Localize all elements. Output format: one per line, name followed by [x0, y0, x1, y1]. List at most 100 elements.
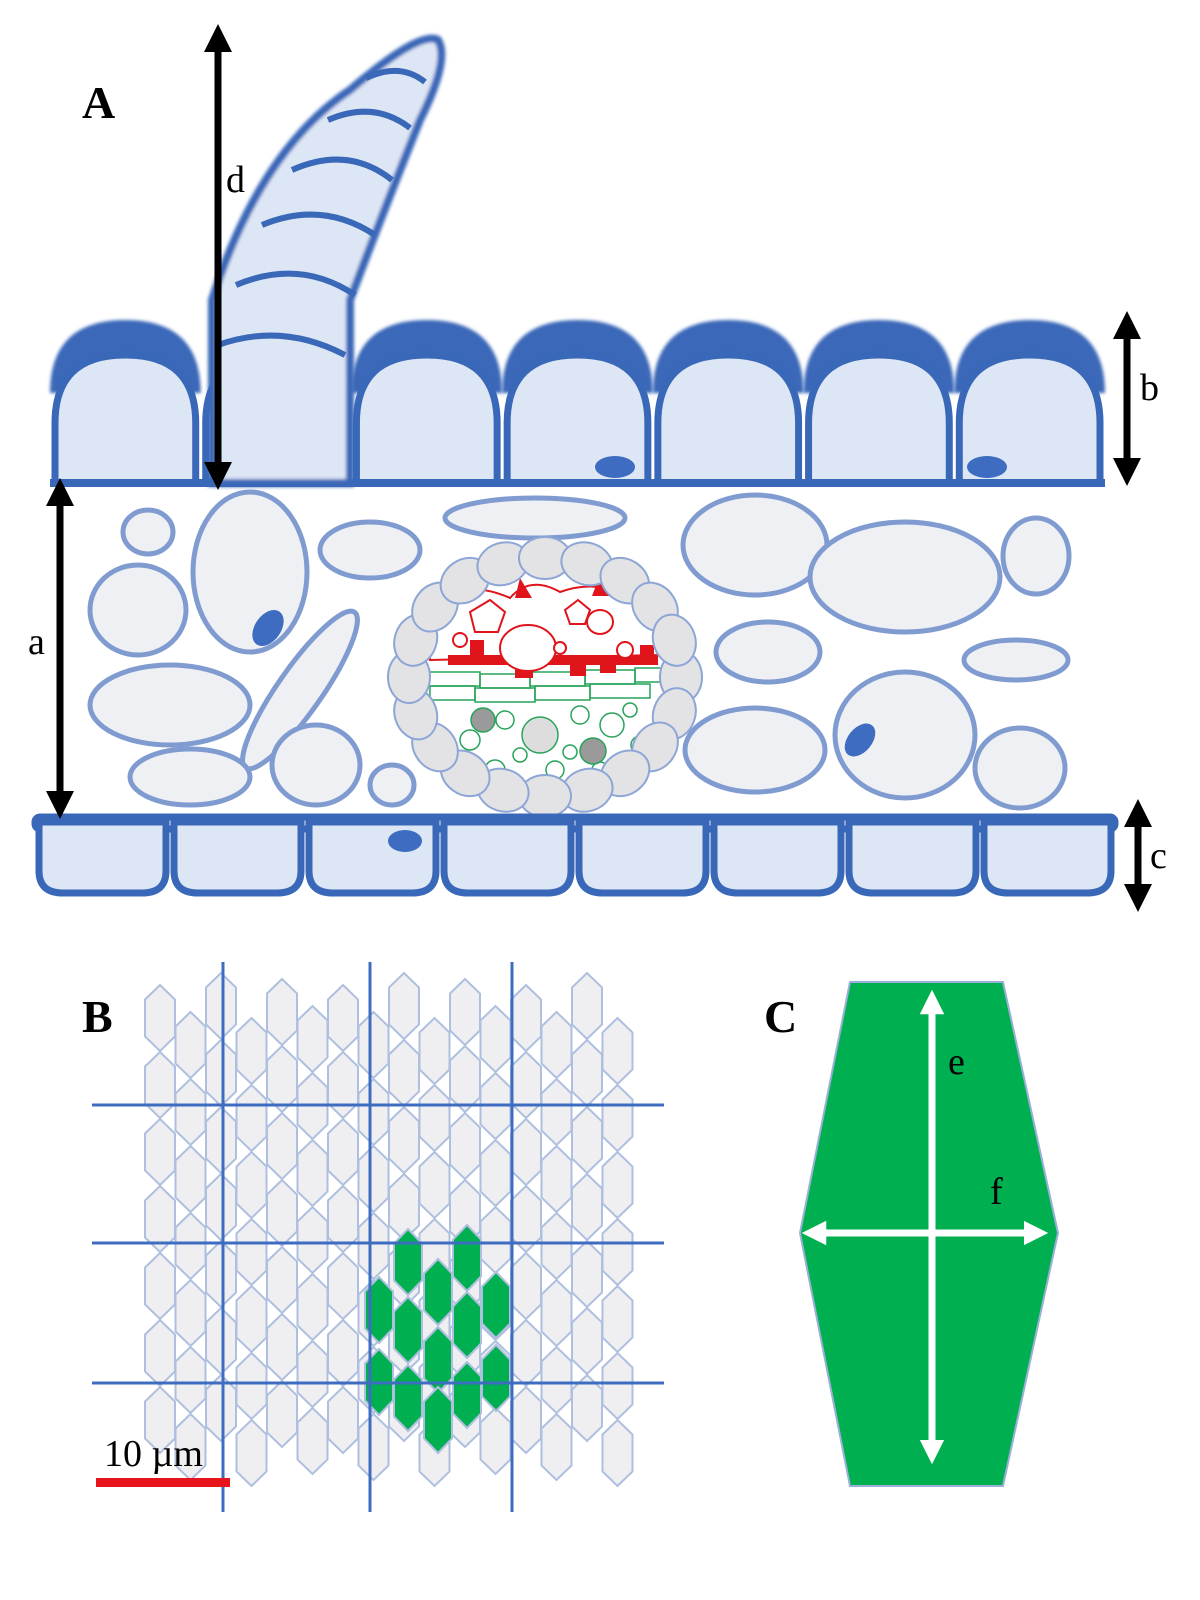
highlighted-cell — [393, 1363, 423, 1433]
epidermal-cell — [418, 1016, 451, 1086]
epidermal-cell — [144, 1251, 176, 1321]
epidermal-cell — [449, 1044, 481, 1114]
epidermal-cell — [510, 1050, 542, 1120]
lower-epidermal-cell — [170, 818, 305, 897]
epidermal-cell — [571, 1038, 603, 1108]
lower-epidermal-cell — [710, 818, 845, 897]
epidermal-cell — [144, 1050, 176, 1120]
epidermal-cell — [235, 1016, 268, 1086]
epidermal-cell — [601, 1351, 634, 1421]
highlighted-cell — [452, 1290, 482, 1360]
epidermal-cell — [266, 1178, 298, 1248]
panel-a-label: A — [82, 77, 115, 128]
epidermal-cell — [479, 1138, 512, 1208]
epidermal-cell-grid — [144, 971, 634, 1488]
epidermal-cell — [510, 1385, 542, 1455]
mesophyll — [87, 489, 1072, 811]
epidermal-cell — [571, 1306, 603, 1376]
epidermal-cell — [235, 1351, 268, 1421]
epidermal-cell — [144, 983, 176, 1053]
epidermal-cell — [296, 1272, 329, 1342]
epidermal-cell — [510, 1251, 542, 1321]
upper-epidermal-cell — [503, 351, 652, 487]
highlighted-cell — [423, 1385, 453, 1455]
epidermal-cell — [571, 1373, 603, 1443]
epidermal-cell — [327, 1050, 359, 1120]
epidermal-cell — [327, 1318, 359, 1388]
panel-a: A — [28, 23, 1167, 912]
dimension-label-c: c — [1150, 835, 1167, 877]
epidermal-cell — [601, 1418, 634, 1488]
epidermal-cell — [540, 1345, 573, 1415]
epidermal-nucleus — [967, 456, 1007, 478]
epidermal-cell — [418, 1150, 451, 1220]
highlighted-cell — [481, 1270, 511, 1340]
epidermal-cell — [357, 1211, 390, 1281]
epidermal-cell — [388, 1038, 420, 1108]
xylem-region — [427, 575, 665, 678]
epidermal-cell — [266, 1111, 298, 1181]
epidermal-cell — [540, 1010, 573, 1080]
vascular-bundle — [387, 536, 703, 818]
epidermal-cell — [235, 1150, 268, 1220]
epidermal-cell — [510, 1117, 542, 1187]
epidermal-cell — [296, 1339, 329, 1409]
bundle-sheath-cell — [651, 613, 697, 667]
epidermal-nucleus — [595, 456, 635, 478]
epidermal-cell — [540, 1077, 573, 1147]
epidermal-cell — [205, 1172, 237, 1242]
epidermal-cell — [174, 1412, 207, 1482]
lower-epidermal-cell — [305, 818, 440, 897]
epidermal-cell — [571, 1239, 603, 1309]
epidermal-cell — [205, 1306, 237, 1376]
epidermal-cell — [174, 1010, 207, 1080]
epidermal-cell — [601, 1083, 634, 1153]
dimension-label-f: f — [990, 1171, 1003, 1213]
epidermal-cell — [205, 971, 237, 1041]
dimension-label-e: e — [948, 1041, 965, 1083]
epidermal-cell — [266, 1245, 298, 1315]
dimension-label-d: d — [226, 159, 245, 201]
epidermal-cell — [174, 1077, 207, 1147]
epidermal-cell — [296, 1205, 329, 1275]
epidermal-cell — [479, 1205, 512, 1275]
epidermal-cell — [571, 1172, 603, 1242]
epidermal-cell — [357, 1077, 390, 1147]
epidermal-cell — [571, 1105, 603, 1175]
bundle-sheath — [387, 536, 703, 818]
epidermal-cell — [601, 1016, 634, 1086]
epidermal-cell — [449, 1111, 481, 1181]
epidermal-cell — [205, 1038, 237, 1108]
lower-epidermis-nucleus — [388, 830, 422, 852]
upper-epidermal-cell — [51, 351, 200, 487]
epidermal-cell — [510, 983, 542, 1053]
scale-bar — [96, 1478, 230, 1487]
epidermal-cell — [266, 1044, 298, 1114]
epidermal-cell — [601, 1150, 634, 1220]
highlighted-cell — [481, 1343, 511, 1413]
epidermal-cell — [205, 1105, 237, 1175]
epidermal-cell — [327, 1117, 359, 1187]
epidermal-cell — [144, 1318, 176, 1388]
epidermal-cell — [266, 1312, 298, 1382]
panel-b-label: B — [82, 991, 113, 1042]
epidermal-cell — [418, 1083, 451, 1153]
highlighted-cell — [423, 1257, 453, 1327]
epidermal-cell — [174, 1144, 207, 1214]
epidermal-cell — [449, 977, 481, 1047]
epidermal-cell — [205, 1239, 237, 1309]
lower-epidermis-top — [31, 813, 1119, 833]
epidermal-cell — [235, 1284, 268, 1354]
epidermal-cell — [357, 1010, 390, 1080]
dimension-label-b: b — [1140, 367, 1159, 409]
epidermal-cell — [266, 1379, 298, 1449]
epidermal-cell — [327, 1385, 359, 1455]
epidermal-cell — [540, 1211, 573, 1281]
upper-epidermal-cell — [654, 351, 803, 487]
lower-epidermal-cell — [35, 818, 170, 897]
epidermal-cell — [296, 1406, 329, 1476]
panel-c: C e f — [764, 981, 1060, 1487]
highlighted-cell — [452, 1223, 482, 1293]
epidermal-cell — [540, 1144, 573, 1214]
epidermal-cell — [357, 1144, 390, 1214]
